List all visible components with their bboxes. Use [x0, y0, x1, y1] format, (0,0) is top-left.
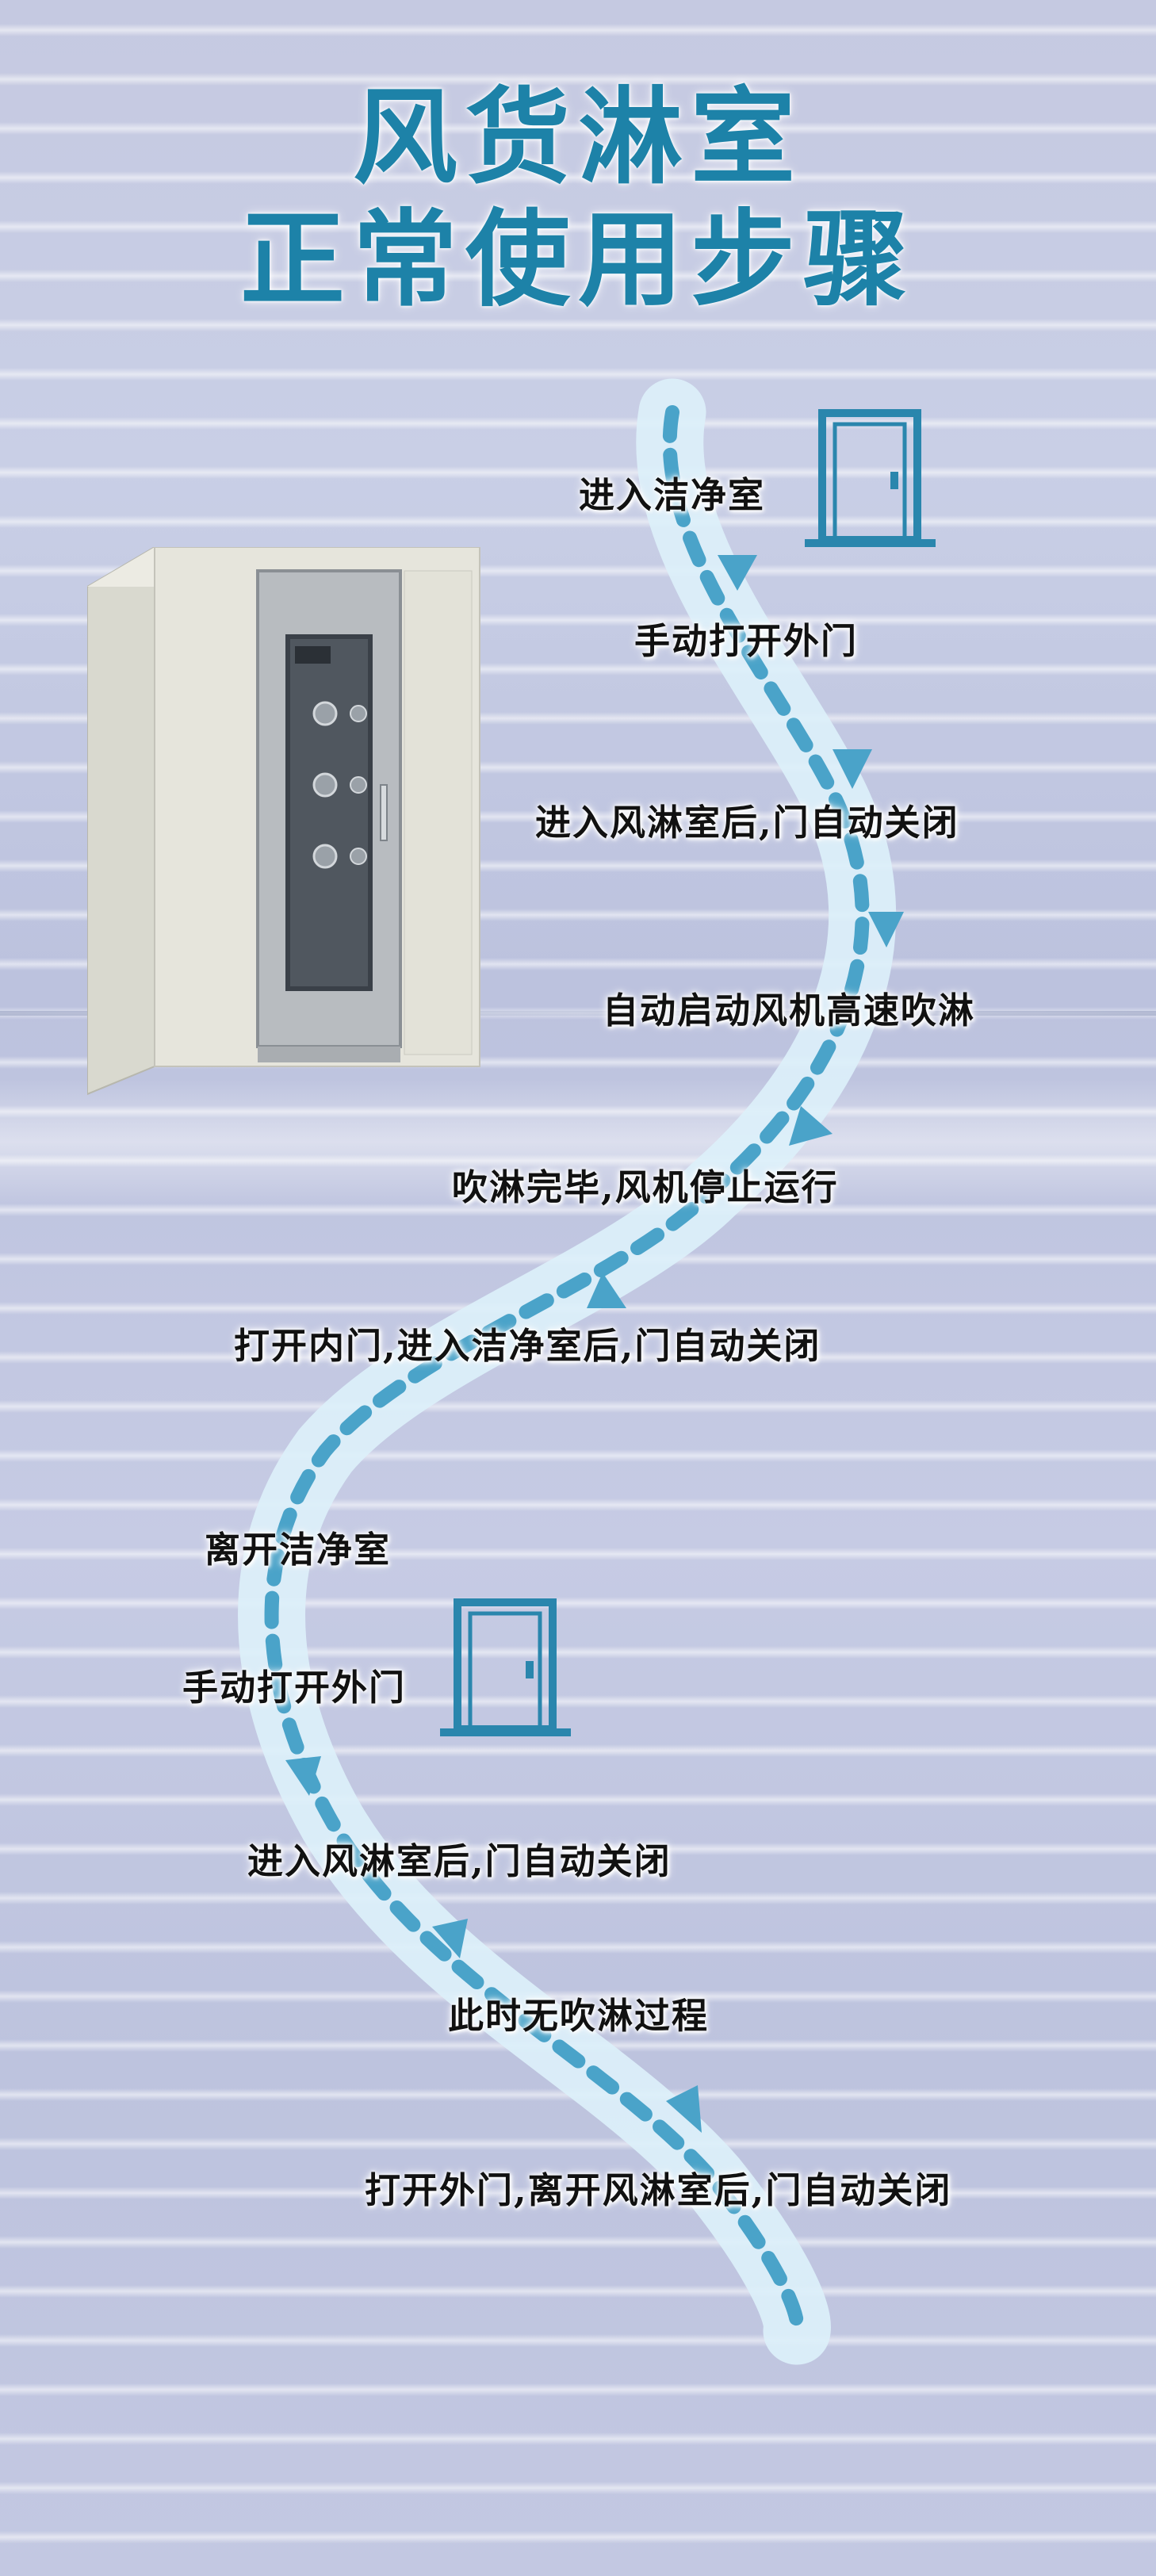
page-title-line-1: 风货淋室	[353, 77, 803, 199]
door-icon	[440, 1598, 571, 1736]
step-label: 手动打开外门	[182, 1667, 407, 1709]
horizon-line	[0, 1011, 1156, 1016]
step-label: 自动启动风机高速吹淋	[603, 989, 976, 1032]
arrow-down-icon	[285, 1756, 321, 1796]
step-label: 离开洁净室	[205, 1529, 392, 1571]
page-title-line-2: 正常使用步骤	[240, 199, 916, 321]
step-label: 此时无吹淋过程	[448, 1995, 710, 2037]
step-label: 打开外门,离开风淋室后,门自动关闭	[365, 2169, 952, 2211]
step-label: 打开内门,进入洁净室后,门自动关闭	[234, 1325, 821, 1367]
step-label: 手动打开外门	[634, 620, 859, 662]
step-label: 进入洁净室	[579, 474, 766, 516]
step-label: 进入风淋室后,门自动关闭	[247, 1840, 672, 1882]
step-label: 进入风淋室后,门自动关闭	[535, 802, 959, 844]
door-icon	[805, 409, 936, 547]
arrow-down-icon	[666, 2085, 702, 2133]
step-label: 吹淋完毕,风机停止运行	[452, 1166, 839, 1208]
arrow-down-icon	[432, 1919, 468, 1958]
arrow-down-icon	[718, 555, 757, 591]
arrow-left-icon	[789, 1106, 833, 1146]
air-shower-cabinet	[87, 547, 480, 1096]
light-band	[0, 1078, 1156, 1205]
flow-path-dashes	[264, 405, 870, 2338]
flow-arrows	[285, 555, 904, 2133]
arrow-down-icon	[833, 749, 872, 789]
arrow-down-icon	[868, 912, 904, 947]
arrow-left-icon	[587, 1273, 626, 1308]
